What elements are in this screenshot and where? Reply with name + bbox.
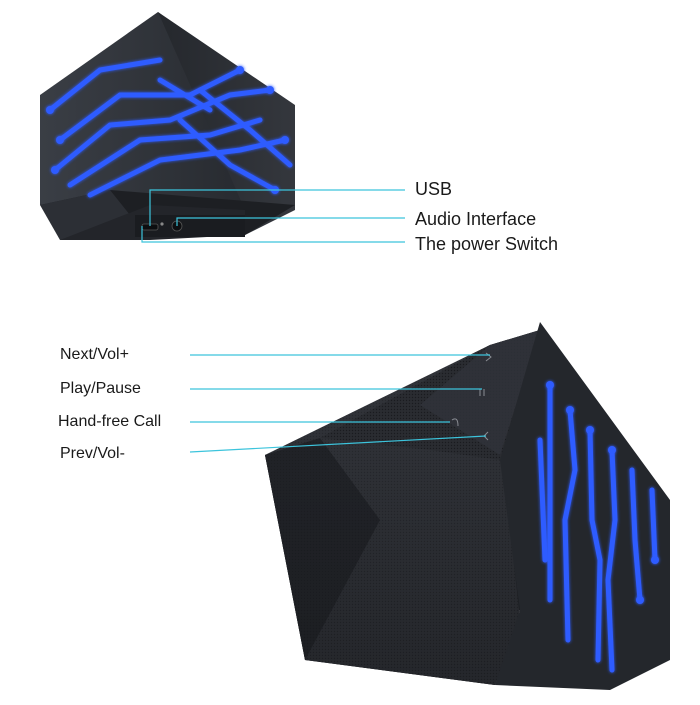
usb-label: USB xyxy=(415,179,453,199)
bottom-callout-lines xyxy=(189,354,490,453)
power-switch-icon xyxy=(160,222,164,226)
bottom-speaker-led-face xyxy=(495,322,670,690)
bottom-speaker-view xyxy=(189,322,670,690)
play-pause-label: Play/Pause xyxy=(60,380,141,397)
power-switch-label: The power Switch xyxy=(415,234,559,254)
next-volume-up-icon xyxy=(485,352,492,362)
usb-callout-line xyxy=(149,189,405,226)
play-pause-icon xyxy=(479,389,485,396)
audio-interface-label: Audio Interface xyxy=(415,209,537,229)
power-callout-line xyxy=(141,226,405,243)
audio-callout-line xyxy=(176,217,405,226)
led-circuit-traces xyxy=(47,57,293,198)
prev-callout-line xyxy=(189,435,487,453)
port-panel xyxy=(135,215,245,237)
led-circuit-traces-bottom xyxy=(537,382,658,673)
hand-free-call-label: Hand-free Call xyxy=(58,413,162,430)
prev-vol-down-label: Prev/Vol- xyxy=(60,445,125,462)
top-speaker-view xyxy=(40,12,405,243)
phone-call-icon xyxy=(451,418,459,427)
top-callout-lines xyxy=(141,189,405,243)
next-vol-up-label: Next/Vol+ xyxy=(60,346,129,363)
